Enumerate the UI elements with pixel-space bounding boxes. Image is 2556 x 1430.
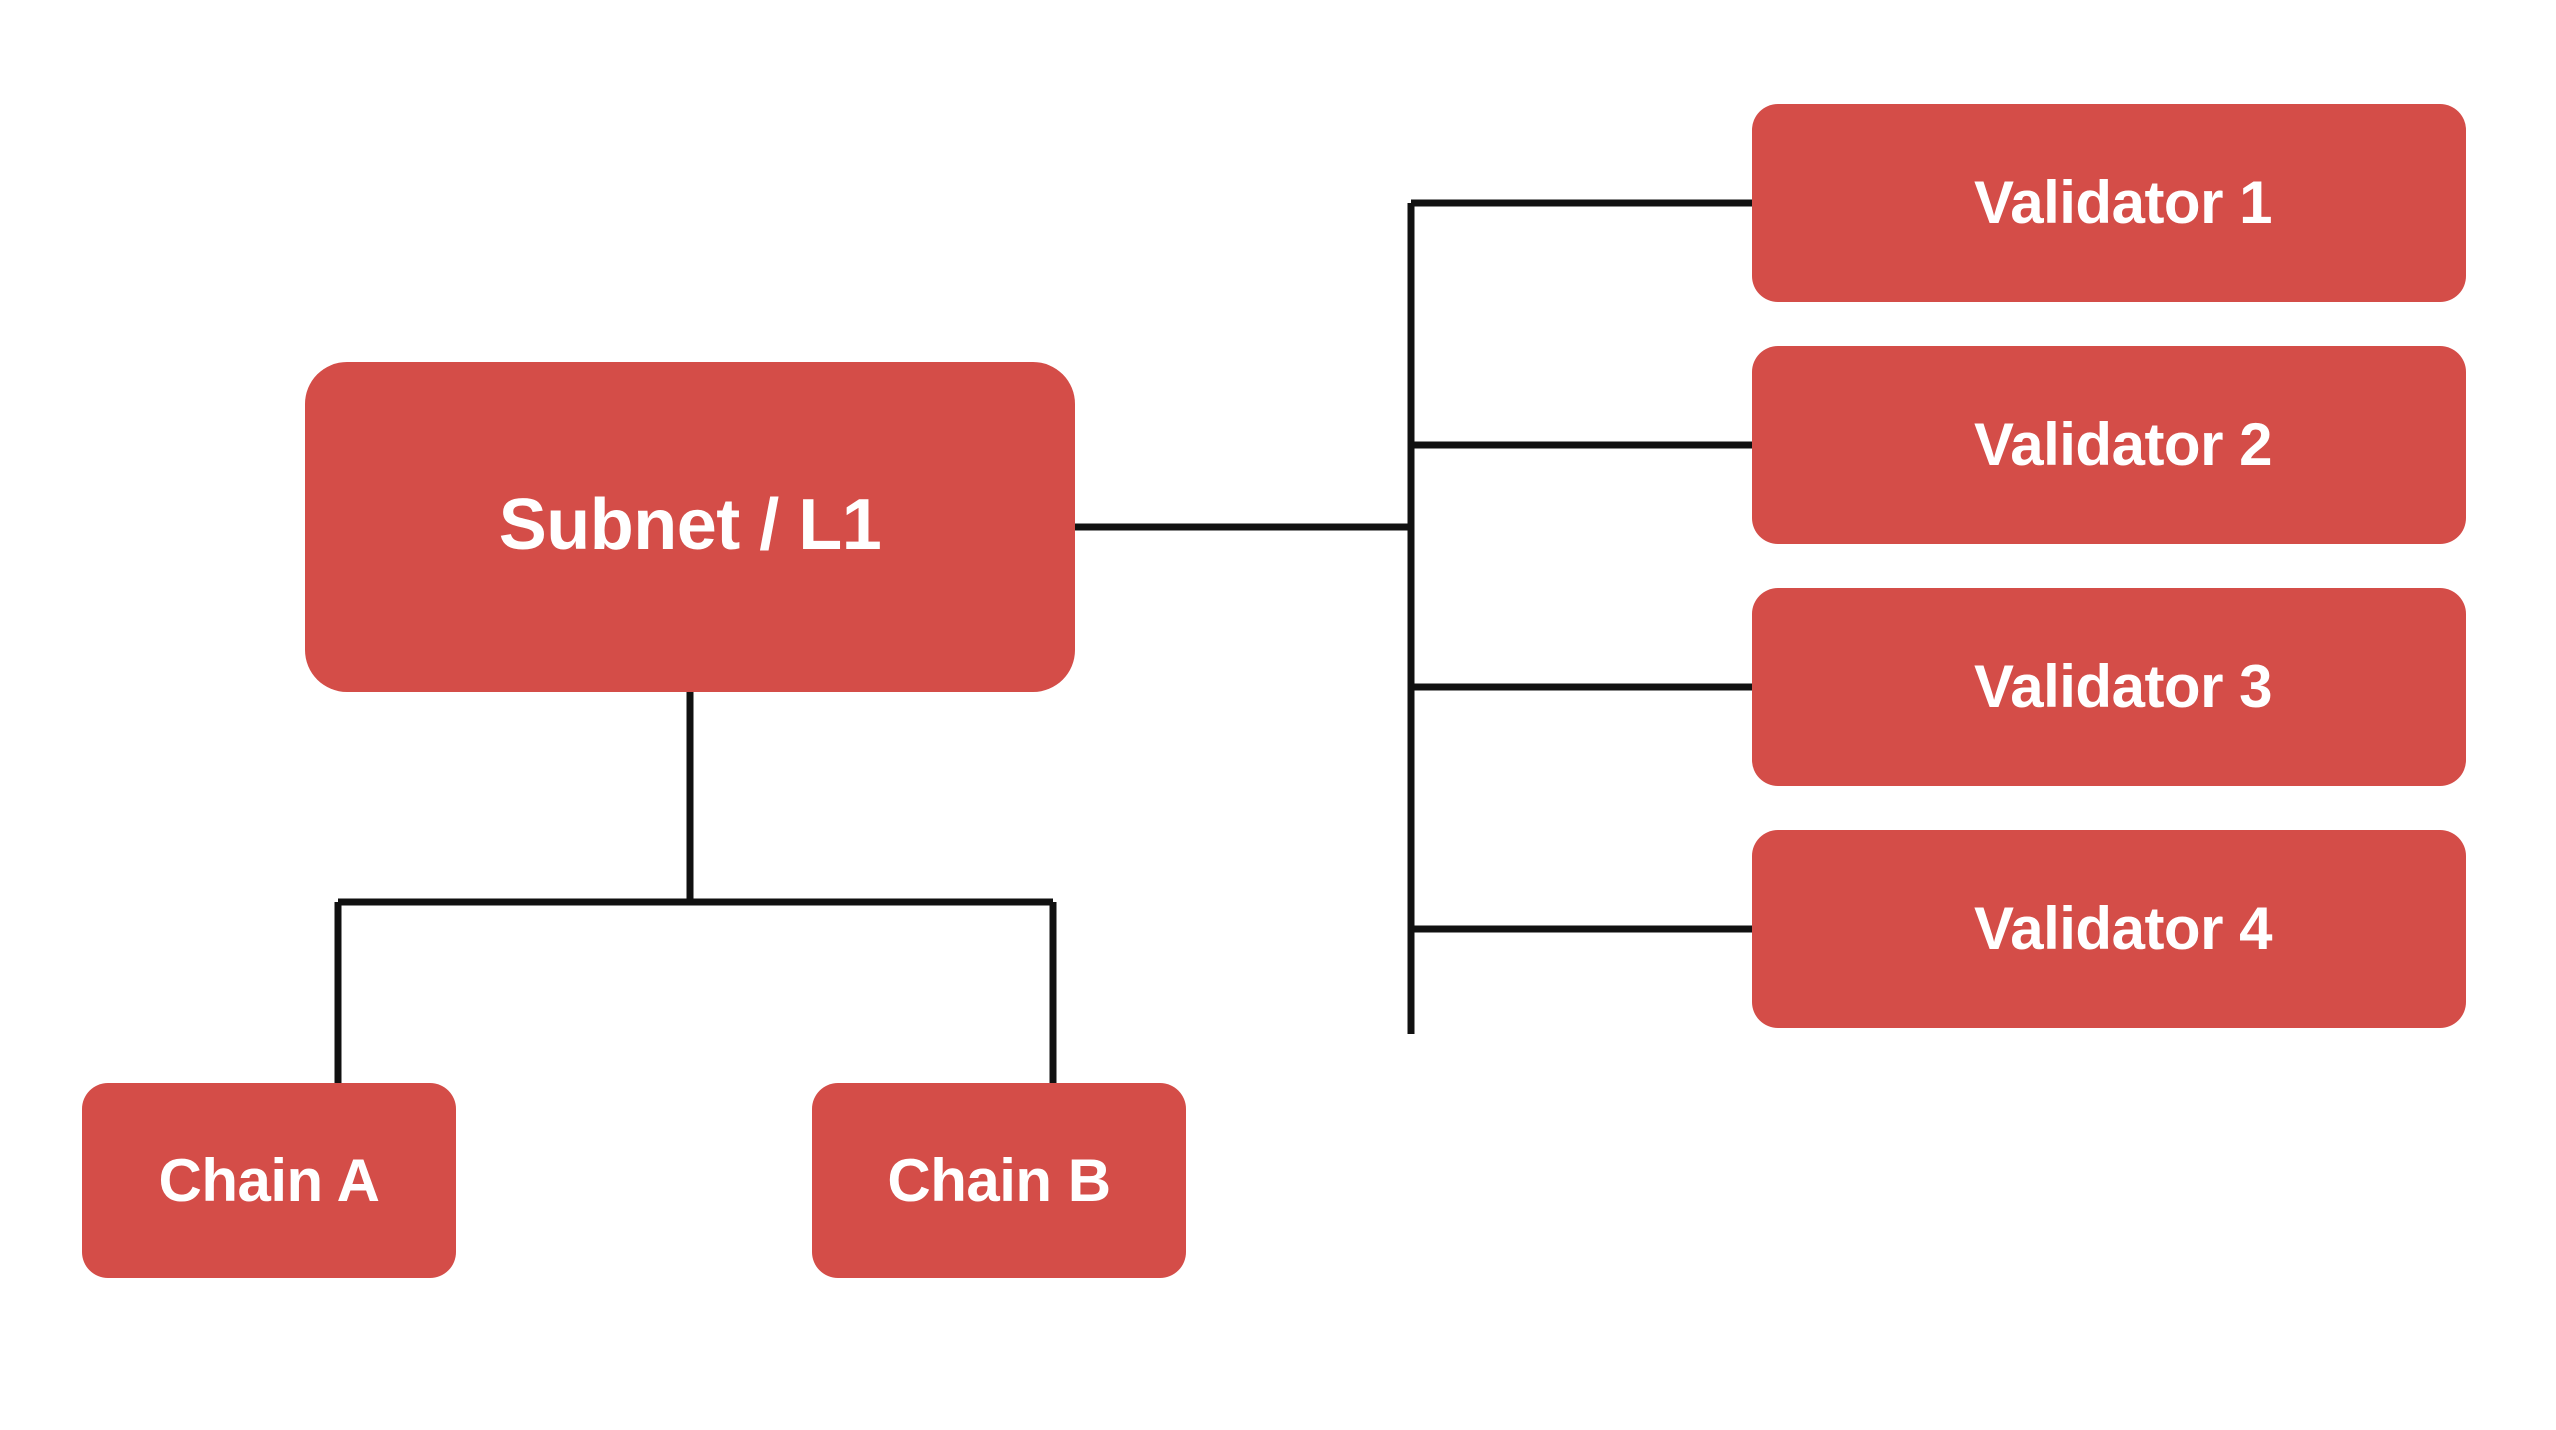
node-chain-a[interactable]: Chain A (82, 1083, 456, 1278)
node-validator-3-label: Validator 3 (1974, 653, 2272, 720)
node-chain-b-label: Chain B (887, 1146, 1111, 1214)
node-subnet-l1-label: Subnet / L1 (498, 485, 882, 565)
node-chain-a-label: Chain A (158, 1146, 380, 1214)
node-chain-b[interactable]: Chain B (812, 1083, 1186, 1278)
node-validator-2-label: Validator 2 (1974, 411, 2272, 478)
node-validator-4[interactable]: Validator 4 (1752, 830, 2466, 1028)
node-validator-2[interactable]: Validator 2 (1752, 346, 2466, 544)
node-validator-4-label: Validator 4 (1974, 895, 2272, 962)
node-validator-1-label: Validator 1 (1974, 169, 2272, 236)
node-validator-1[interactable]: Validator 1 (1752, 104, 2466, 302)
node-subnet-l1[interactable]: Subnet / L1 (305, 362, 1075, 692)
node-validator-3[interactable]: Validator 3 (1752, 588, 2466, 786)
